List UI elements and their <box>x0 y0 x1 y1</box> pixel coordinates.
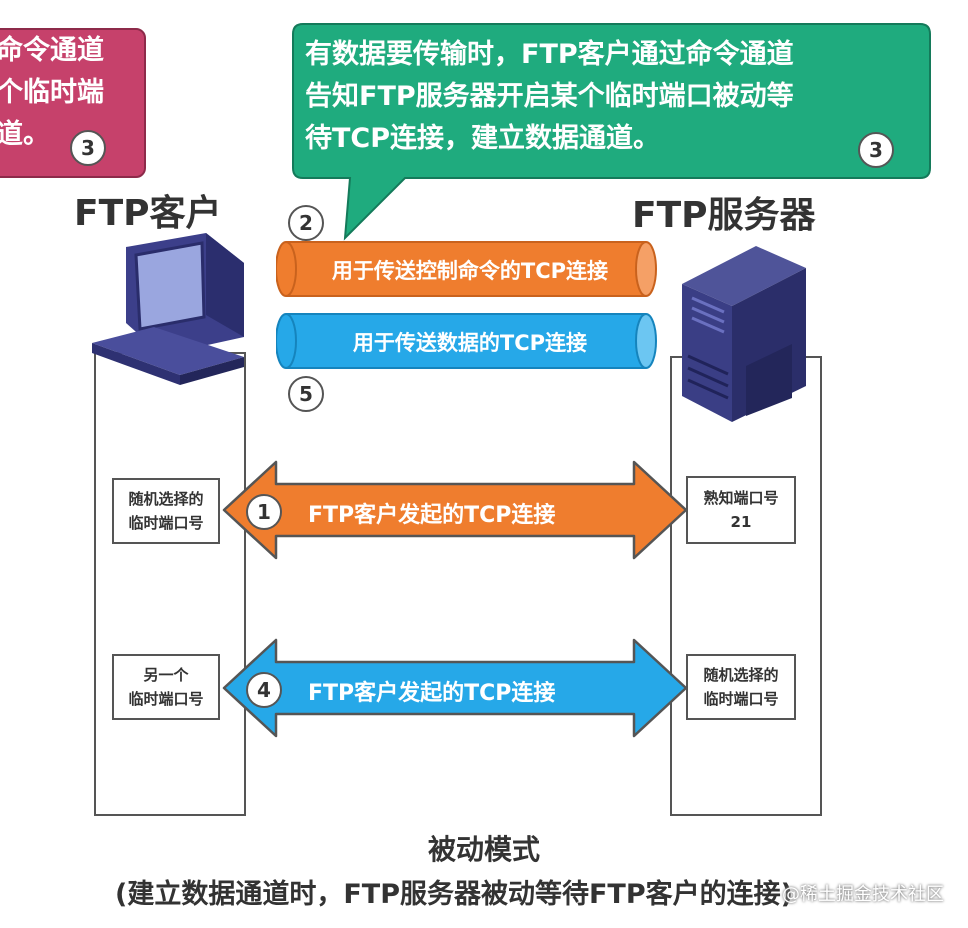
client-label: FTP客户 <box>74 193 222 234</box>
control-pipe-label: 用于传送控制命令的TCP连接 <box>331 259 609 283</box>
tower-server-icon <box>682 246 806 422</box>
control-pipe-step-number: 2 <box>288 205 324 241</box>
left-bubble-step-number: 3 <box>70 130 106 166</box>
right-bubble-text: 有数据要传输时，FTP客户通过命令通道 告知FTP服务器开启某个临时端口被动等 … <box>305 39 794 154</box>
left-bubble-text: 命令通道 个临时端 道。 <box>0 35 104 150</box>
server-label: FTP服务器 <box>632 195 816 236</box>
connection-2-step-number: 4 <box>246 672 282 708</box>
server-port-1: 熟知端口号 21 <box>686 476 796 544</box>
connection-2-label: FTP客户发起的TCP连接 <box>308 681 556 706</box>
client-port-1: 随机选择的 临时端口号 <box>112 478 220 544</box>
data-pipe-step-number: 5 <box>288 376 324 412</box>
caption-title: 被动模式 <box>427 833 540 866</box>
connection-1-step-number: 1 <box>246 494 282 530</box>
right-bubble-step-number: 3 <box>858 132 894 168</box>
data-connection-pipe <box>276 313 657 369</box>
client-port-2: 另一个 临时端口号 <box>112 654 220 720</box>
desktop-computer-icon <box>92 233 244 385</box>
control-connection-pipe <box>276 241 657 297</box>
server-column <box>670 356 822 816</box>
caption-subtitle: (建立数据通道时，FTP服务器被动等待FTP客户的连接) <box>115 879 793 910</box>
watermark: @稀土掘金技术社区 <box>782 884 944 905</box>
data-pipe-label: 用于传送数据的TCP连接 <box>352 331 588 355</box>
server-port-2: 随机选择的 临时端口号 <box>686 654 796 720</box>
client-column <box>94 352 246 816</box>
right-speech-bubble <box>292 23 931 241</box>
connection-1-label: FTP客户发起的TCP连接 <box>308 503 556 528</box>
